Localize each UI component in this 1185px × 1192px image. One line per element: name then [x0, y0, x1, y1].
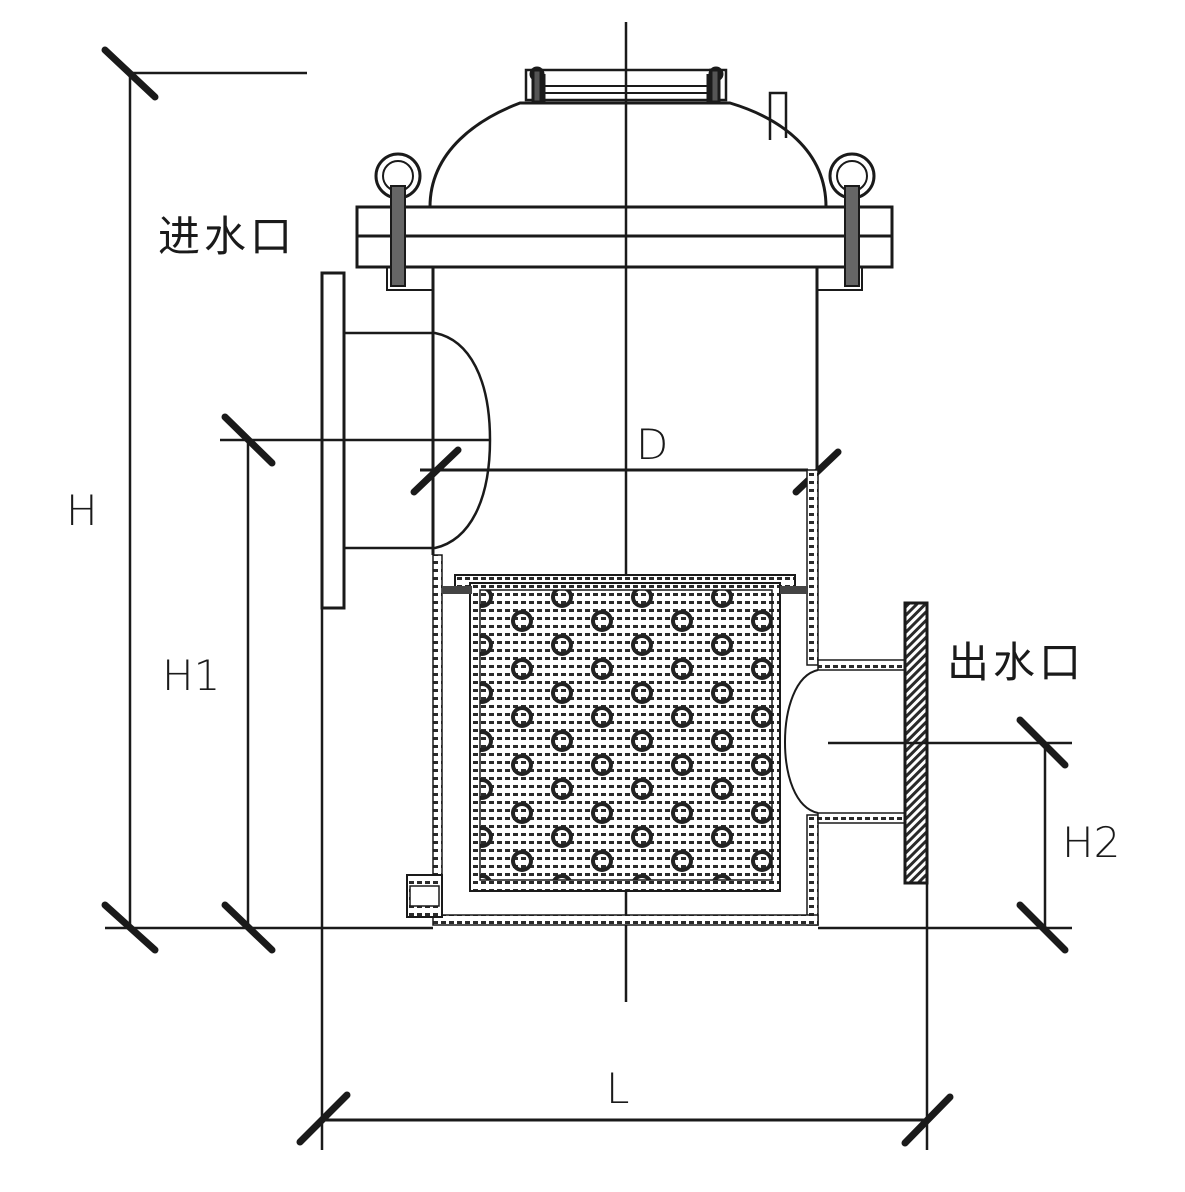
- vent-pipe: [768, 91, 788, 140]
- inlet-label: 进水口: [158, 212, 297, 261]
- dimension-h1-label: H1: [162, 651, 221, 700]
- dimension-h2-label: H2: [1062, 818, 1121, 867]
- top-cover-dome: [428, 101, 828, 208]
- outlet-nozzle: [783, 659, 907, 824]
- drain-plug: [406, 874, 443, 918]
- dimension-d-label: D: [636, 420, 669, 469]
- perforated-basket: [442, 574, 808, 892]
- lifting-eye-bolt-left: [374, 152, 433, 291]
- lifting-eye-bolt-right: [817, 152, 876, 291]
- outlet-label: 出水口: [947, 638, 1086, 687]
- dimension-h-label: H: [66, 486, 98, 535]
- dimension-l-label: L: [606, 1064, 630, 1113]
- strainer-body: [432, 469, 819, 926]
- body-flange: [355, 205, 894, 269]
